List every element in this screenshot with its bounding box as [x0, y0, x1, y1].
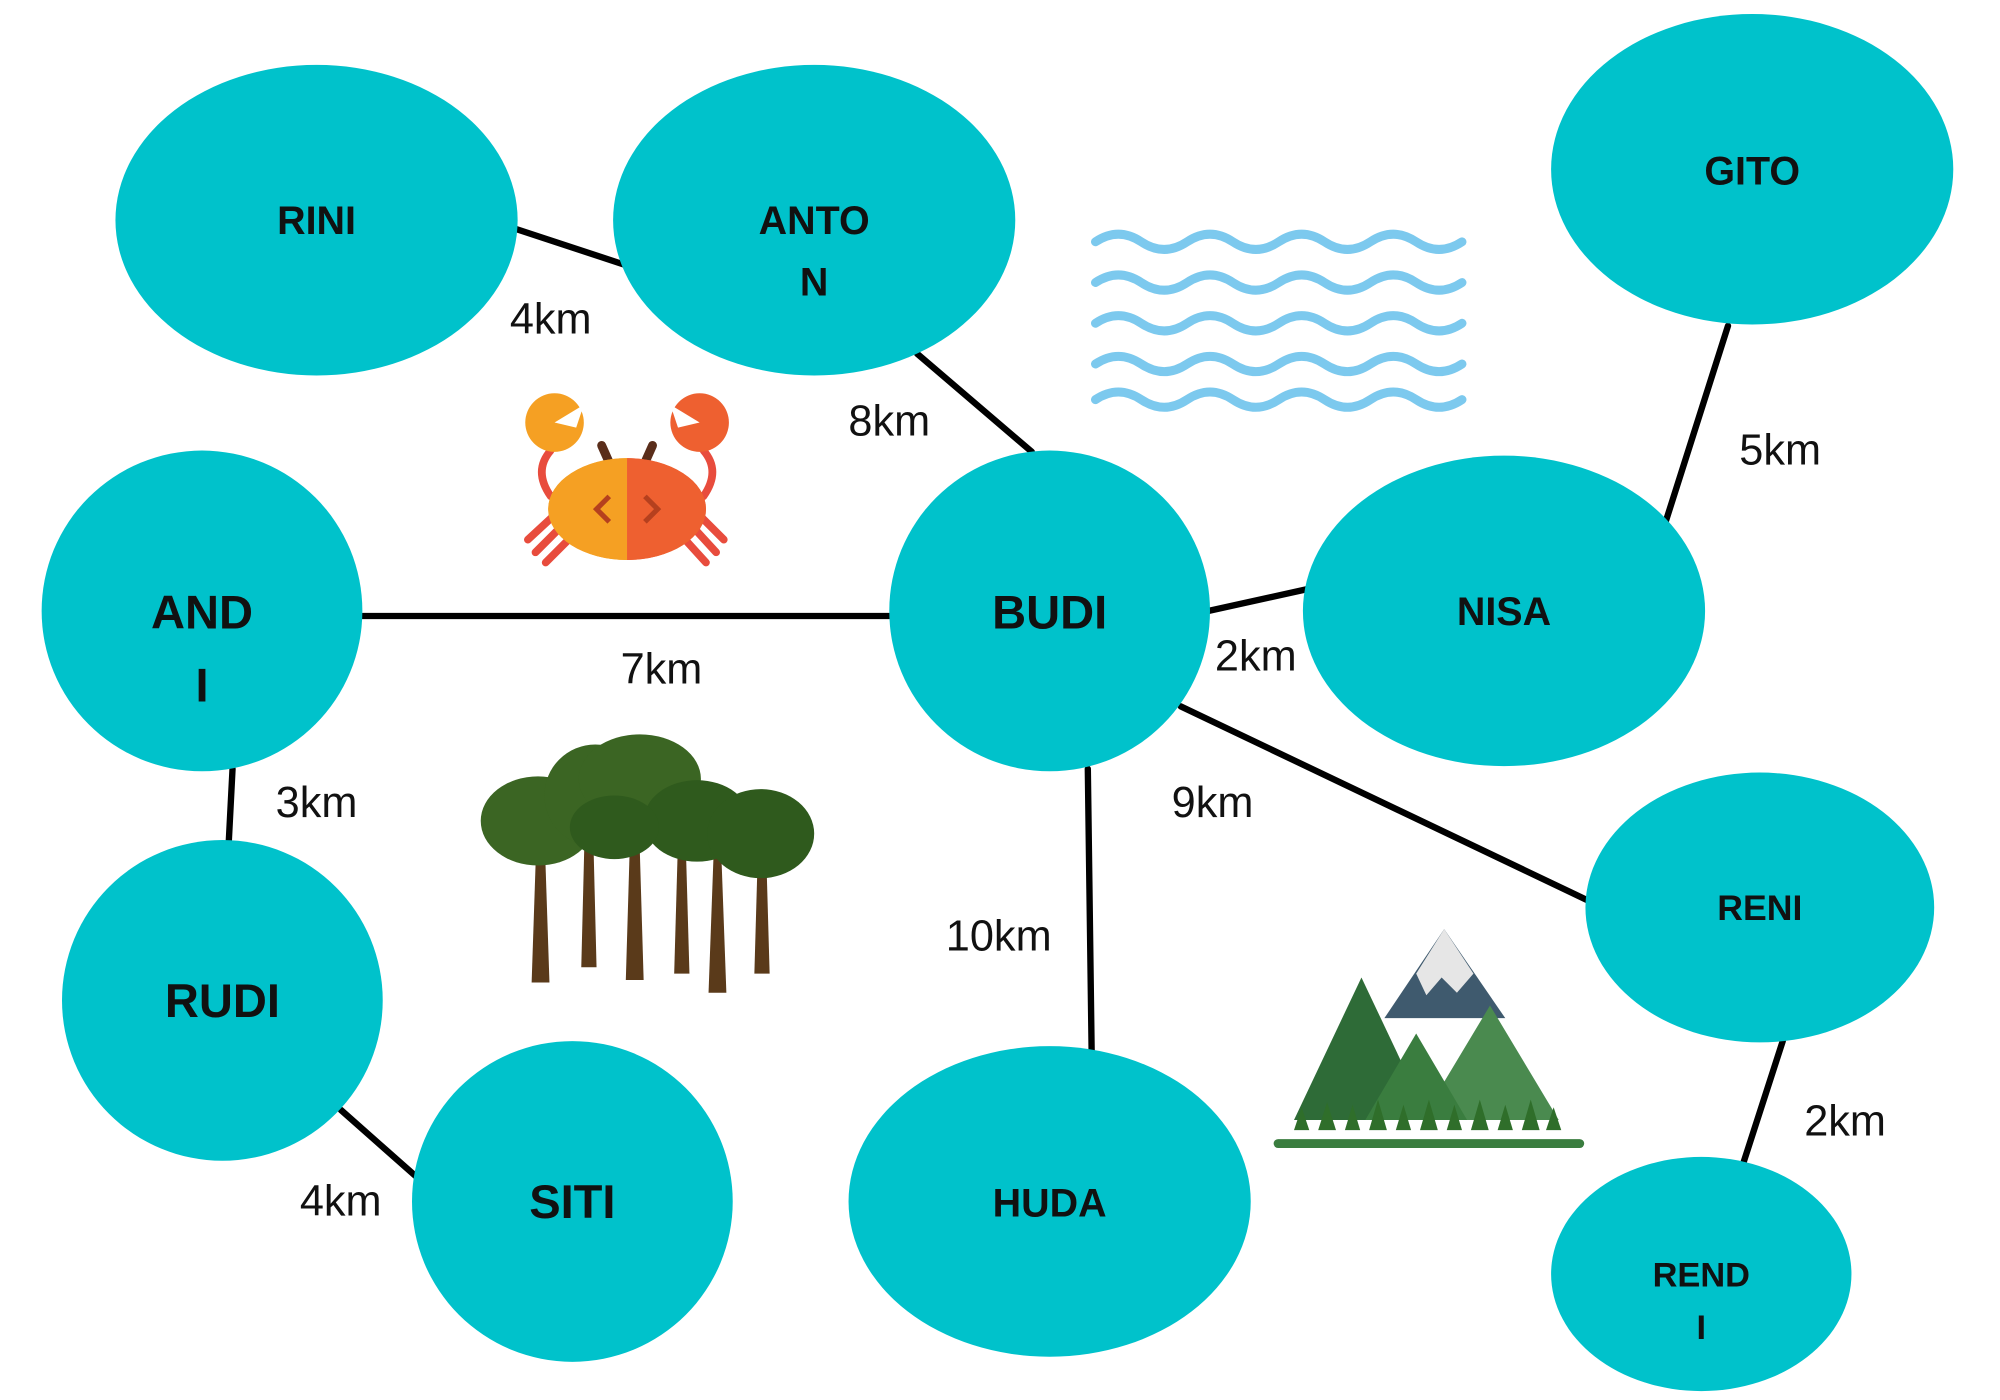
- node-label-rendi-2: I: [1696, 1309, 1706, 1347]
- node-label-rini: RINI: [277, 199, 356, 243]
- node-label-siti: SITI: [529, 1175, 615, 1228]
- distance-label-rudi-siti: 4km: [300, 1177, 382, 1225]
- distance-label-andi-budi: 7km: [621, 645, 703, 693]
- edge-gito-nisa: [1662, 322, 1732, 525]
- node-andi[interactable]: [41, 450, 363, 772]
- node-label-andi-1: AND: [151, 586, 253, 639]
- node-label-rendi-1: REND: [1653, 1257, 1750, 1295]
- node-siti[interactable]: [412, 1041, 733, 1362]
- edge-budi-huda: [1084, 765, 1095, 1055]
- distance-label-anton-budi: 8km: [848, 397, 930, 445]
- edge-rudi-siti: [337, 1106, 422, 1182]
- crab-icon: [523, 393, 729, 567]
- node-labels: RINI ANTO N GITO AND I BUDI NISA RENI RU…: [151, 150, 1802, 1347]
- water-waves-icon: [1090, 229, 1467, 412]
- node-label-budi: BUDI: [992, 586, 1107, 639]
- node-label-huda: HUDA: [993, 1182, 1107, 1226]
- node-gito[interactable]: [1551, 14, 1954, 325]
- node-budi[interactable]: [889, 450, 1210, 772]
- node-nisa[interactable]: [1302, 455, 1706, 767]
- node-reni[interactable]: [1585, 772, 1935, 1043]
- node-label-gito: GITO: [1704, 150, 1800, 194]
- node-label-anton-1: ANTO: [759, 199, 870, 243]
- distance-label-rini-anton: 4km: [510, 295, 592, 343]
- node-anton[interactable]: [613, 64, 1016, 376]
- node-label-reni: RENI: [1717, 888, 1802, 928]
- mountain-icon: [1273, 929, 1585, 1148]
- node-huda[interactable]: [848, 1046, 1251, 1357]
- nodes: [41, 14, 1954, 1392]
- edge-reni-rendi: [1740, 1037, 1786, 1167]
- edge-budi-nisa: [1205, 586, 1310, 615]
- distance-label-reni-rendi: 2km: [1804, 1097, 1886, 1145]
- node-label-anton-2: N: [800, 260, 828, 304]
- distance-label-budi-reni: 9km: [1172, 779, 1254, 827]
- edge-budi-reni: [1177, 703, 1593, 905]
- edges: [225, 225, 1786, 1182]
- distance-label-gito-nisa: 5km: [1739, 427, 1821, 475]
- edge-labels: 4km 8km 7km 2km 5km 3km 10km 9km 4km 2km: [276, 295, 1886, 1225]
- edge-anton-budi: [914, 350, 1035, 455]
- node-label-nisa: NISA: [1457, 590, 1551, 634]
- node-rendi[interactable]: [1551, 1156, 1852, 1392]
- edge-rini-anton: [513, 225, 628, 268]
- distance-label-budi-huda: 10km: [946, 913, 1052, 961]
- node-label-rudi: RUDI: [165, 974, 280, 1027]
- forest-trees-icon: [480, 734, 815, 993]
- edge-andi-rudi: [225, 765, 236, 846]
- node-label-andi-2: I: [195, 658, 208, 711]
- distance-label-budi-nisa: 2km: [1215, 633, 1297, 681]
- distance-label-andi-rudi: 3km: [276, 779, 358, 827]
- node-rini[interactable]: [115, 64, 518, 376]
- node-rudi[interactable]: [62, 840, 383, 1161]
